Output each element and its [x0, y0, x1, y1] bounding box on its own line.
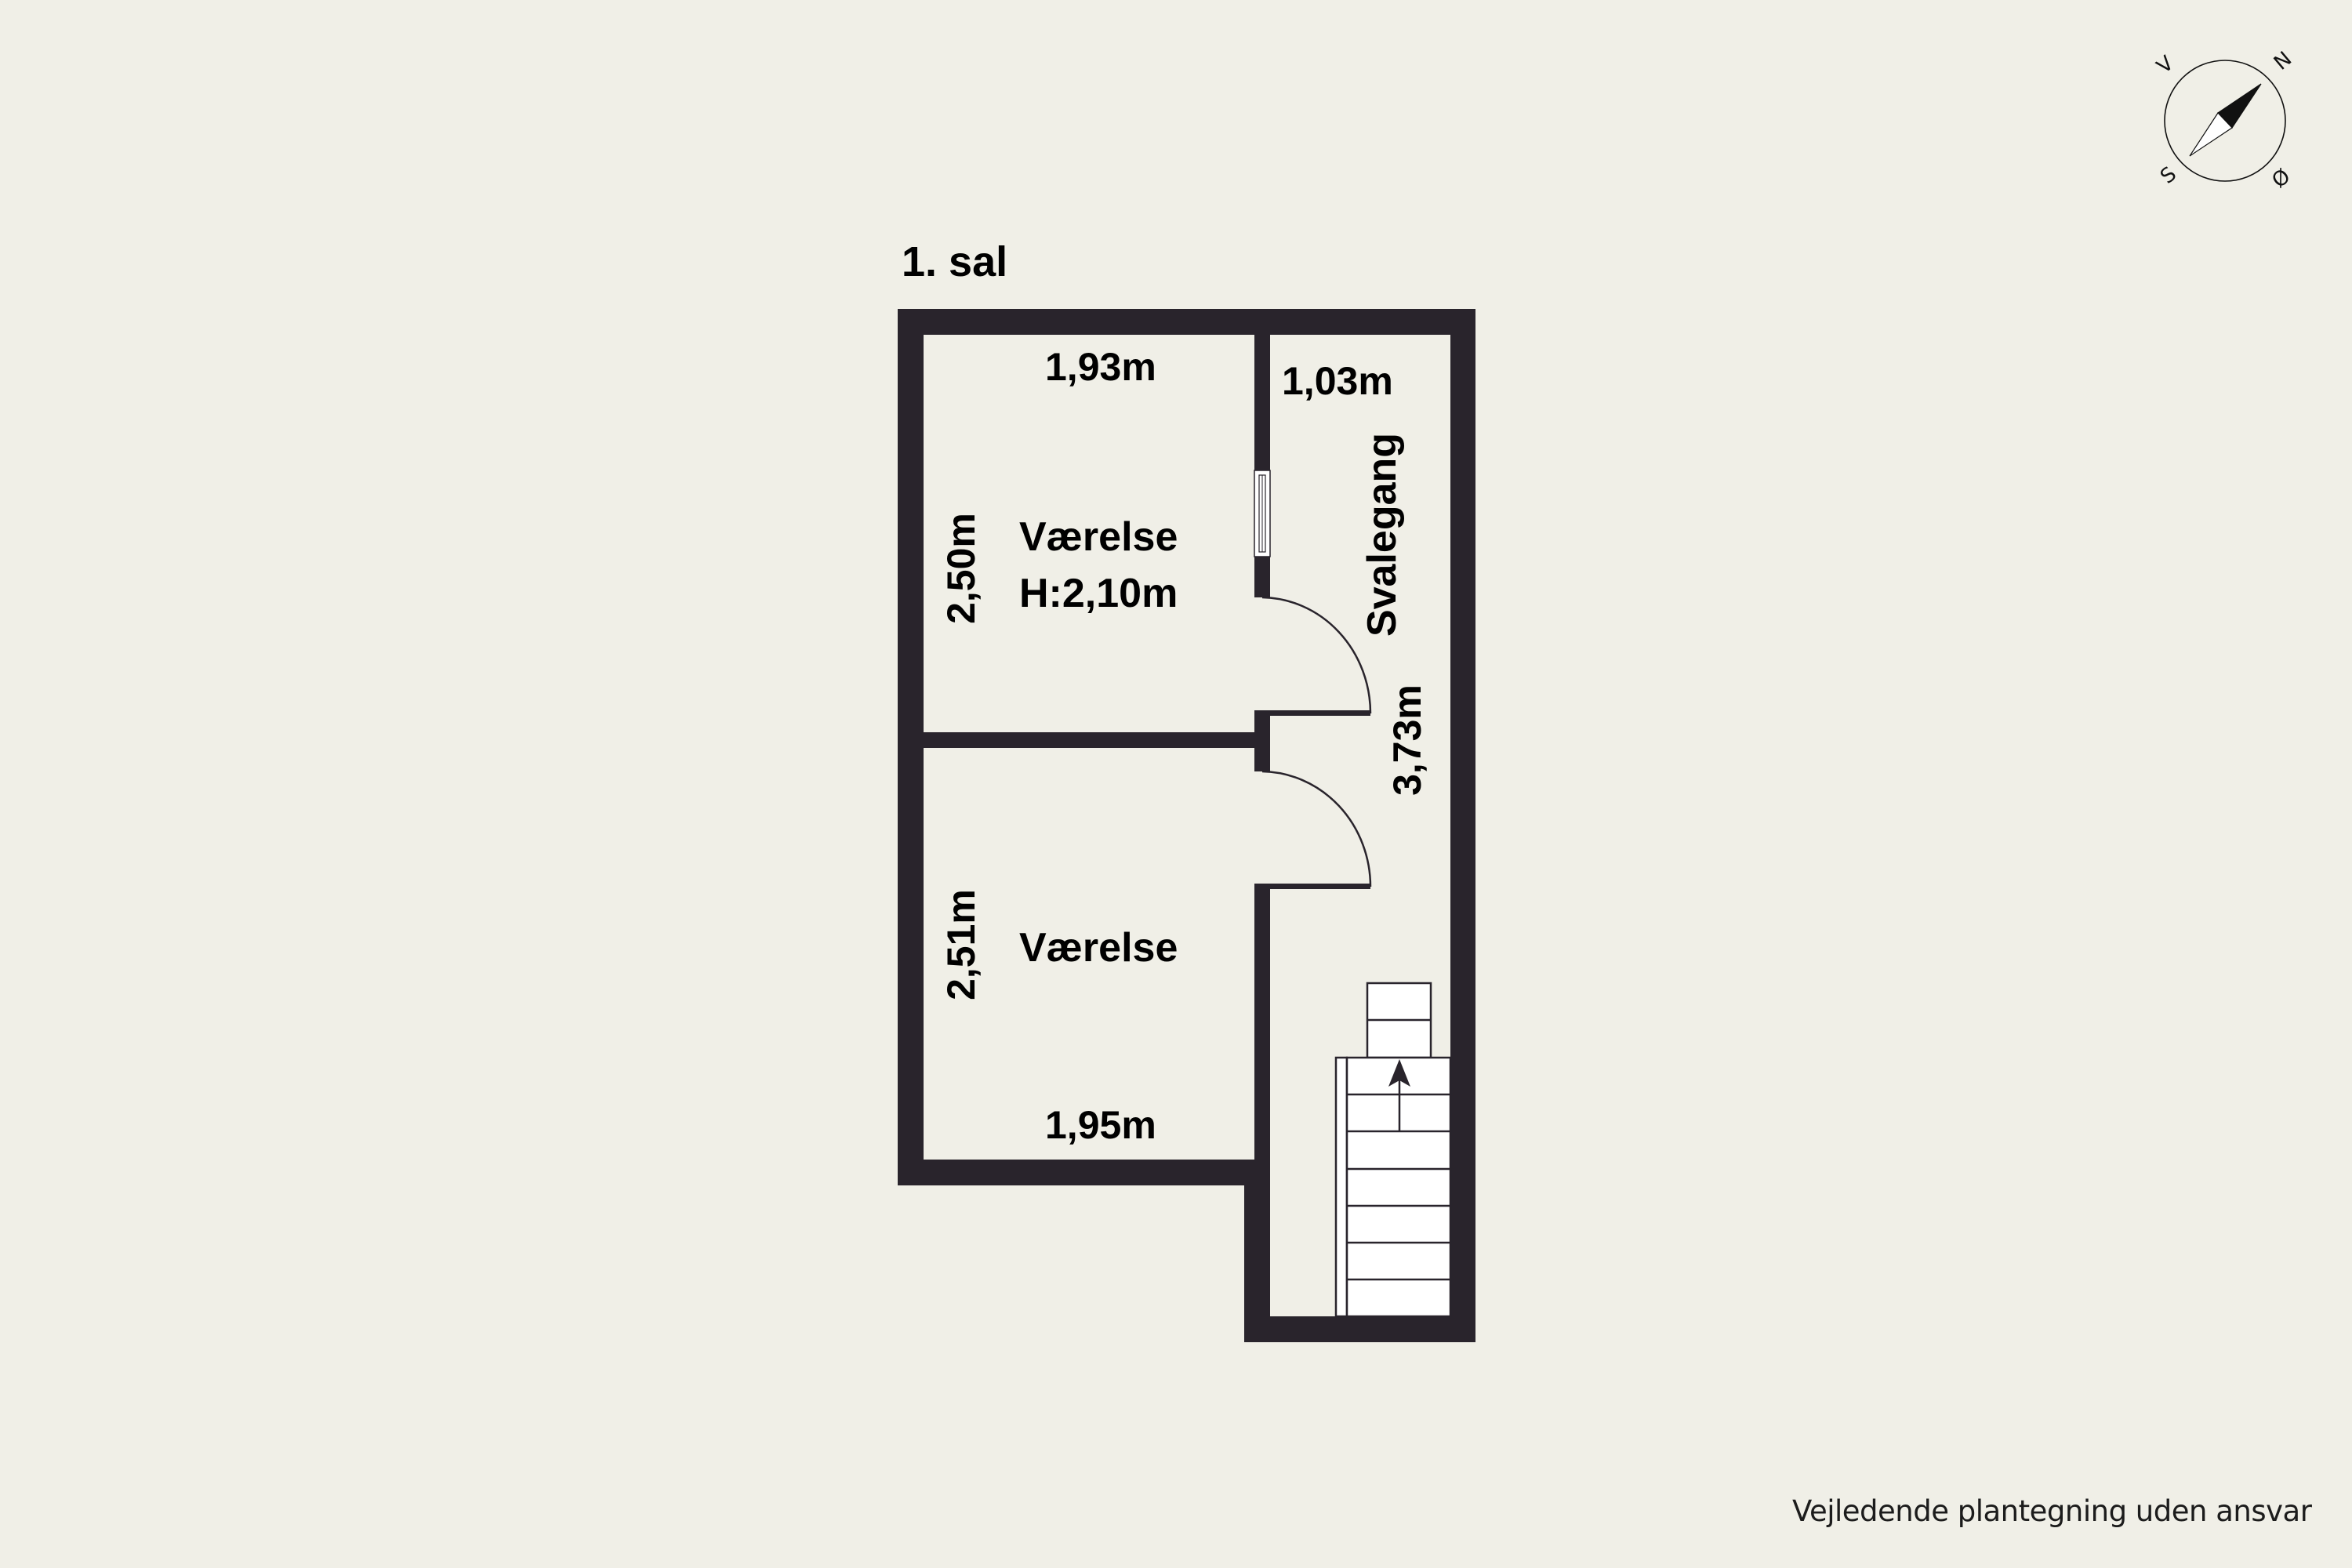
- middle-wall: [924, 732, 1270, 748]
- staircase: [1334, 982, 1452, 1318]
- room2-depth-label: 2,51m: [939, 889, 983, 1000]
- compass-icon: [2164, 60, 2286, 182]
- inner-wall-bottom: [1254, 884, 1270, 1160]
- inner-wall-top: [1254, 335, 1270, 470]
- disclaimer-text: Vejledende plantegning uden ansvar: [1792, 1494, 2312, 1528]
- floor-title: 1. sal: [902, 238, 1008, 285]
- room1-name: Værelse H:2,10m: [1019, 510, 1178, 622]
- hall-width-label: 1,03m: [1282, 359, 1393, 403]
- room2-width-label: 1,95m: [1045, 1103, 1156, 1147]
- inner-wall-between-doors: [1254, 711, 1270, 771]
- room1-name-text: Værelse: [1019, 514, 1178, 560]
- hall-length-label: 3,73m: [1385, 684, 1429, 796]
- room1-height-label: H:2,10m: [1019, 570, 1178, 616]
- room1-depth-label: 2,50m: [939, 513, 983, 624]
- door-lower: [1254, 770, 1372, 889]
- window: [1254, 470, 1271, 557]
- right-wall: [1450, 309, 1475, 1342]
- walls: [898, 309, 1475, 1342]
- step-wall: [1244, 1160, 1270, 1342]
- stair-up-arrow-icon: [1388, 1059, 1410, 1087]
- door-upper: [1254, 596, 1372, 716]
- hall-name: Svalegang: [1359, 432, 1405, 637]
- room1-width-label: 1,93m: [1045, 345, 1156, 389]
- top-wall: [898, 309, 1475, 335]
- lower-room-bottom-wall: [898, 1160, 1270, 1185]
- left-wall: [898, 309, 924, 1185]
- hall-bottom-wall: [1244, 1316, 1475, 1342]
- inner-wall-below-window: [1254, 557, 1270, 597]
- room2-name: Værelse: [1019, 925, 1178, 971]
